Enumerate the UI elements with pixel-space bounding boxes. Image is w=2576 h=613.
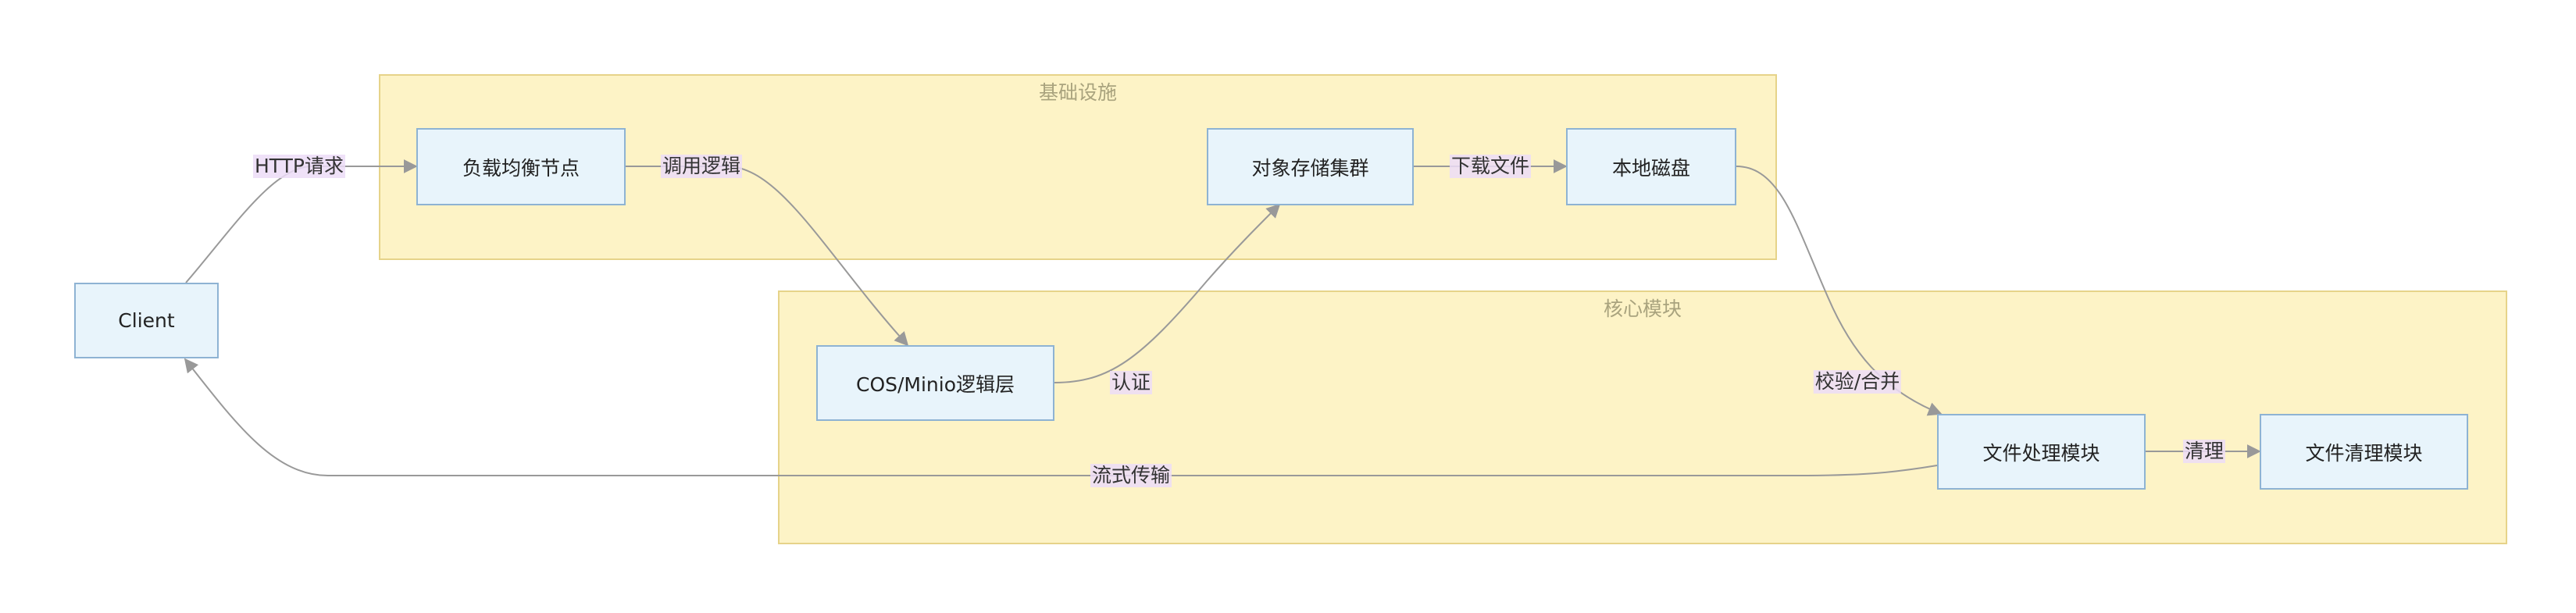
edge-proc-client bbox=[184, 358, 1938, 476]
node-cos-minio[interactable]: COS/Minio逻辑层 bbox=[816, 345, 1054, 421]
edge-lb-cos bbox=[625, 166, 909, 347]
edge-label-auth: 认证 bbox=[1109, 371, 1153, 394]
cluster-core: 核心模块 bbox=[778, 290, 2507, 544]
node-file-cleanup[interactable]: 文件清理模块 bbox=[2260, 414, 2468, 490]
edge-label-verify: 校验/合并 bbox=[1813, 370, 1902, 394]
edge-label-download: 下载文件 bbox=[1449, 155, 1532, 178]
node-client[interactable]: Client bbox=[74, 283, 219, 358]
edge-label-invoke: 调用逻辑 bbox=[660, 155, 743, 178]
cluster-core-title: 核心模块 bbox=[1603, 298, 1682, 320]
edge-client-lb bbox=[185, 159, 418, 283]
edge-cos-oss bbox=[1054, 203, 1281, 383]
edge-label-http: HTTP请求 bbox=[253, 155, 345, 178]
node-local-disk[interactable]: 本地磁盘 bbox=[1566, 128, 1736, 205]
cluster-infrastructure-title: 基础设施 bbox=[1038, 81, 1117, 104]
node-file-processing[interactable]: 文件处理模块 bbox=[1937, 414, 2146, 490]
node-load-balancer[interactable]: 负载均衡节点 bbox=[416, 128, 626, 205]
edge-label-cleanup: 清理 bbox=[2182, 440, 2226, 463]
node-object-storage[interactable]: 对象存储集群 bbox=[1207, 128, 1414, 205]
edge-label-stream: 流式传输 bbox=[1090, 464, 1172, 487]
